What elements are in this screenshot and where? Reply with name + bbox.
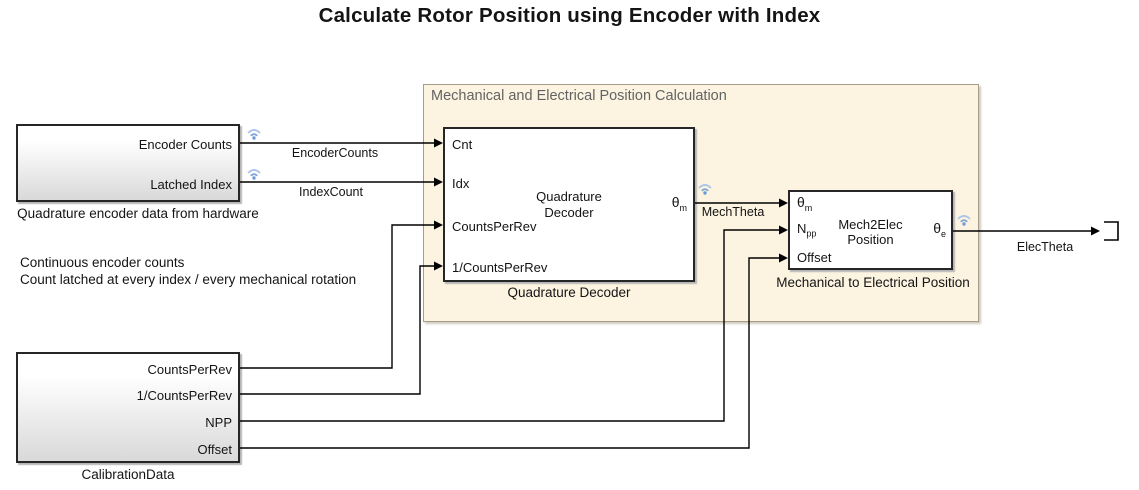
mech2elec-block-caption[interactable]: Mechanical to Electrical Position xyxy=(776,275,970,290)
signal-label-mechtheta[interactable]: MechTheta xyxy=(701,205,765,219)
diagram-title[interactable]: Calculate Rotor Position using Encoder w… xyxy=(318,4,821,27)
port-label-latched-index: Latched Index xyxy=(150,177,232,192)
mech2elec-position-block[interactable]: θm Npp Offset Mech2Elec Position θe xyxy=(788,190,953,270)
port-label-cnt: Cnt xyxy=(452,137,473,152)
wifi-icon[interactable] xyxy=(956,212,972,226)
port-label-countsperrev-in: CountsPerRev xyxy=(452,219,537,234)
wifi-icon[interactable] xyxy=(246,166,262,180)
port-label-theta-m-in: θm xyxy=(797,194,813,213)
port-label-inv-countsperrev-in: 1/CountsPerRev xyxy=(452,260,548,275)
port-label-npp-in: Npp xyxy=(797,221,817,239)
port-label-offset-in: Offset xyxy=(797,250,832,265)
signal-label-encodercounts[interactable]: EncoderCounts xyxy=(291,146,379,160)
quadrature-decoder-block[interactable]: Cnt Idx CountsPerRev 1/CountsPerRev Quad… xyxy=(443,127,695,282)
hardware-block-caption[interactable]: Quadrature encoder data from hardware xyxy=(17,206,259,221)
signal-label-indexcount[interactable]: IndexCount xyxy=(299,185,363,199)
calibration-data-block[interactable]: CountsPerRev 1/CountsPerRev NPP Offset xyxy=(16,352,240,463)
port-label-offset: Offset xyxy=(197,442,232,457)
port-label-theta-e-out: θe xyxy=(933,220,946,239)
decoder-block-caption[interactable]: Quadrature Decoder xyxy=(507,285,631,300)
wifi-icon[interactable] xyxy=(246,126,262,140)
port-label-encoder-counts: Encoder Counts xyxy=(138,137,232,152)
terminator-icon[interactable] xyxy=(1104,221,1119,241)
annotation-text[interactable]: Continuous encoder counts Count latched … xyxy=(20,255,357,287)
wire-countsperrev[interactable] xyxy=(240,224,441,369)
wifi-icon[interactable] xyxy=(697,181,713,195)
decoder-block-name: Quadrature Decoder xyxy=(536,189,602,220)
port-label-theta-m-out: θm xyxy=(671,194,687,213)
area-title: Mechanical and Electrical Position Calcu… xyxy=(431,88,727,104)
hardware-encoder-block[interactable]: Encoder Counts Latched Index xyxy=(16,124,240,202)
port-label-npp: NPP xyxy=(205,415,232,430)
port-label-idx: Idx xyxy=(452,176,470,191)
calibration-block-caption[interactable]: CalibrationData xyxy=(81,467,175,482)
port-label-inv-countsperrev: 1/CountsPerRev xyxy=(136,388,232,403)
port-label-countsperrev: CountsPerRev xyxy=(147,362,232,377)
mech2elec-block-name: Mech2Elec Position xyxy=(838,217,903,247)
signal-label-electheta[interactable]: ElecTheta xyxy=(1016,240,1074,254)
